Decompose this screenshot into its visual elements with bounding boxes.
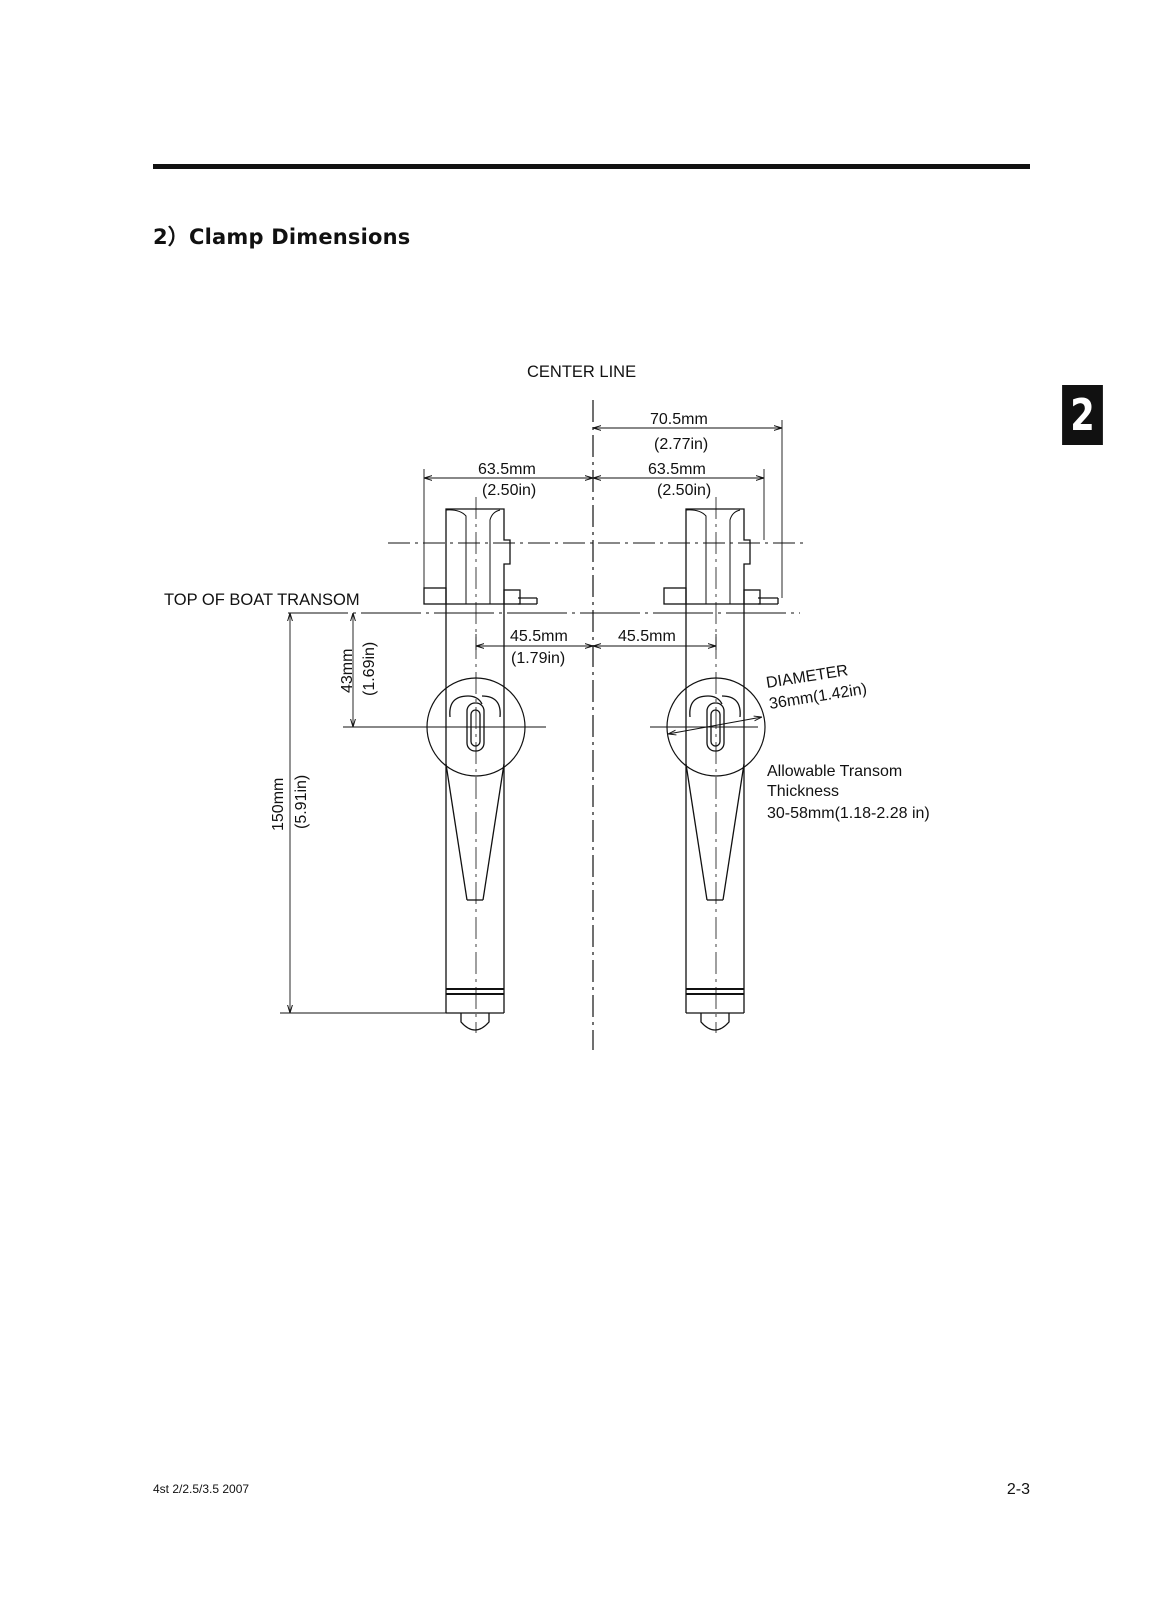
dim-45-5-left-mm: 45.5mm — [510, 628, 568, 645]
footer-model: 4st 2/2.5/3.5 2007 — [153, 1482, 250, 1496]
transom-note-line-1: Allowable Transom — [767, 763, 902, 780]
footer-page-number: 2-3 — [1006, 1481, 1030, 1498]
diameter-leader — [668, 717, 762, 734]
dim-63-5-right-mm: 63.5mm — [648, 461, 706, 478]
chapter-tab: 2 — [1062, 385, 1103, 445]
dim-45-5-left-in: (1.79in) — [511, 650, 565, 667]
dim-63-5-left-mm: 63.5mm — [478, 461, 536, 478]
center-line-label: CENTER LINE — [527, 363, 636, 381]
top-transom-label: TOP OF BOAT TRANSOM — [164, 591, 360, 609]
right-clamp-drawing — [663, 508, 779, 1031]
dim-70-5-in: (2.77in) — [654, 436, 708, 453]
dim-43-mm: 43mm — [339, 649, 356, 693]
dim-70-5-mm: 70.5mm — [650, 411, 708, 428]
transom-note-line-3: 30-58mm(1.18-2.28 in) — [767, 805, 930, 822]
dim-150-in: (5.91in) — [293, 775, 310, 829]
dim-43-in: (1.69in) — [361, 642, 378, 696]
dim-150-mm: 150mm — [270, 778, 287, 831]
section-title: 2）Clamp Dimensions — [153, 225, 411, 249]
dim-45-5-right-mm: 45.5mm — [618, 628, 676, 645]
dimension-lines — [290, 428, 782, 1013]
extension-lines — [280, 420, 783, 1014]
top-rule — [153, 164, 1030, 169]
transom-note-line-2: Thickness — [767, 783, 839, 800]
dim-63-5-left-in: (2.50in) — [482, 482, 536, 499]
left-clamp-drawing — [423, 508, 538, 1031]
dim-63-5-right-in: (2.50in) — [657, 482, 711, 499]
